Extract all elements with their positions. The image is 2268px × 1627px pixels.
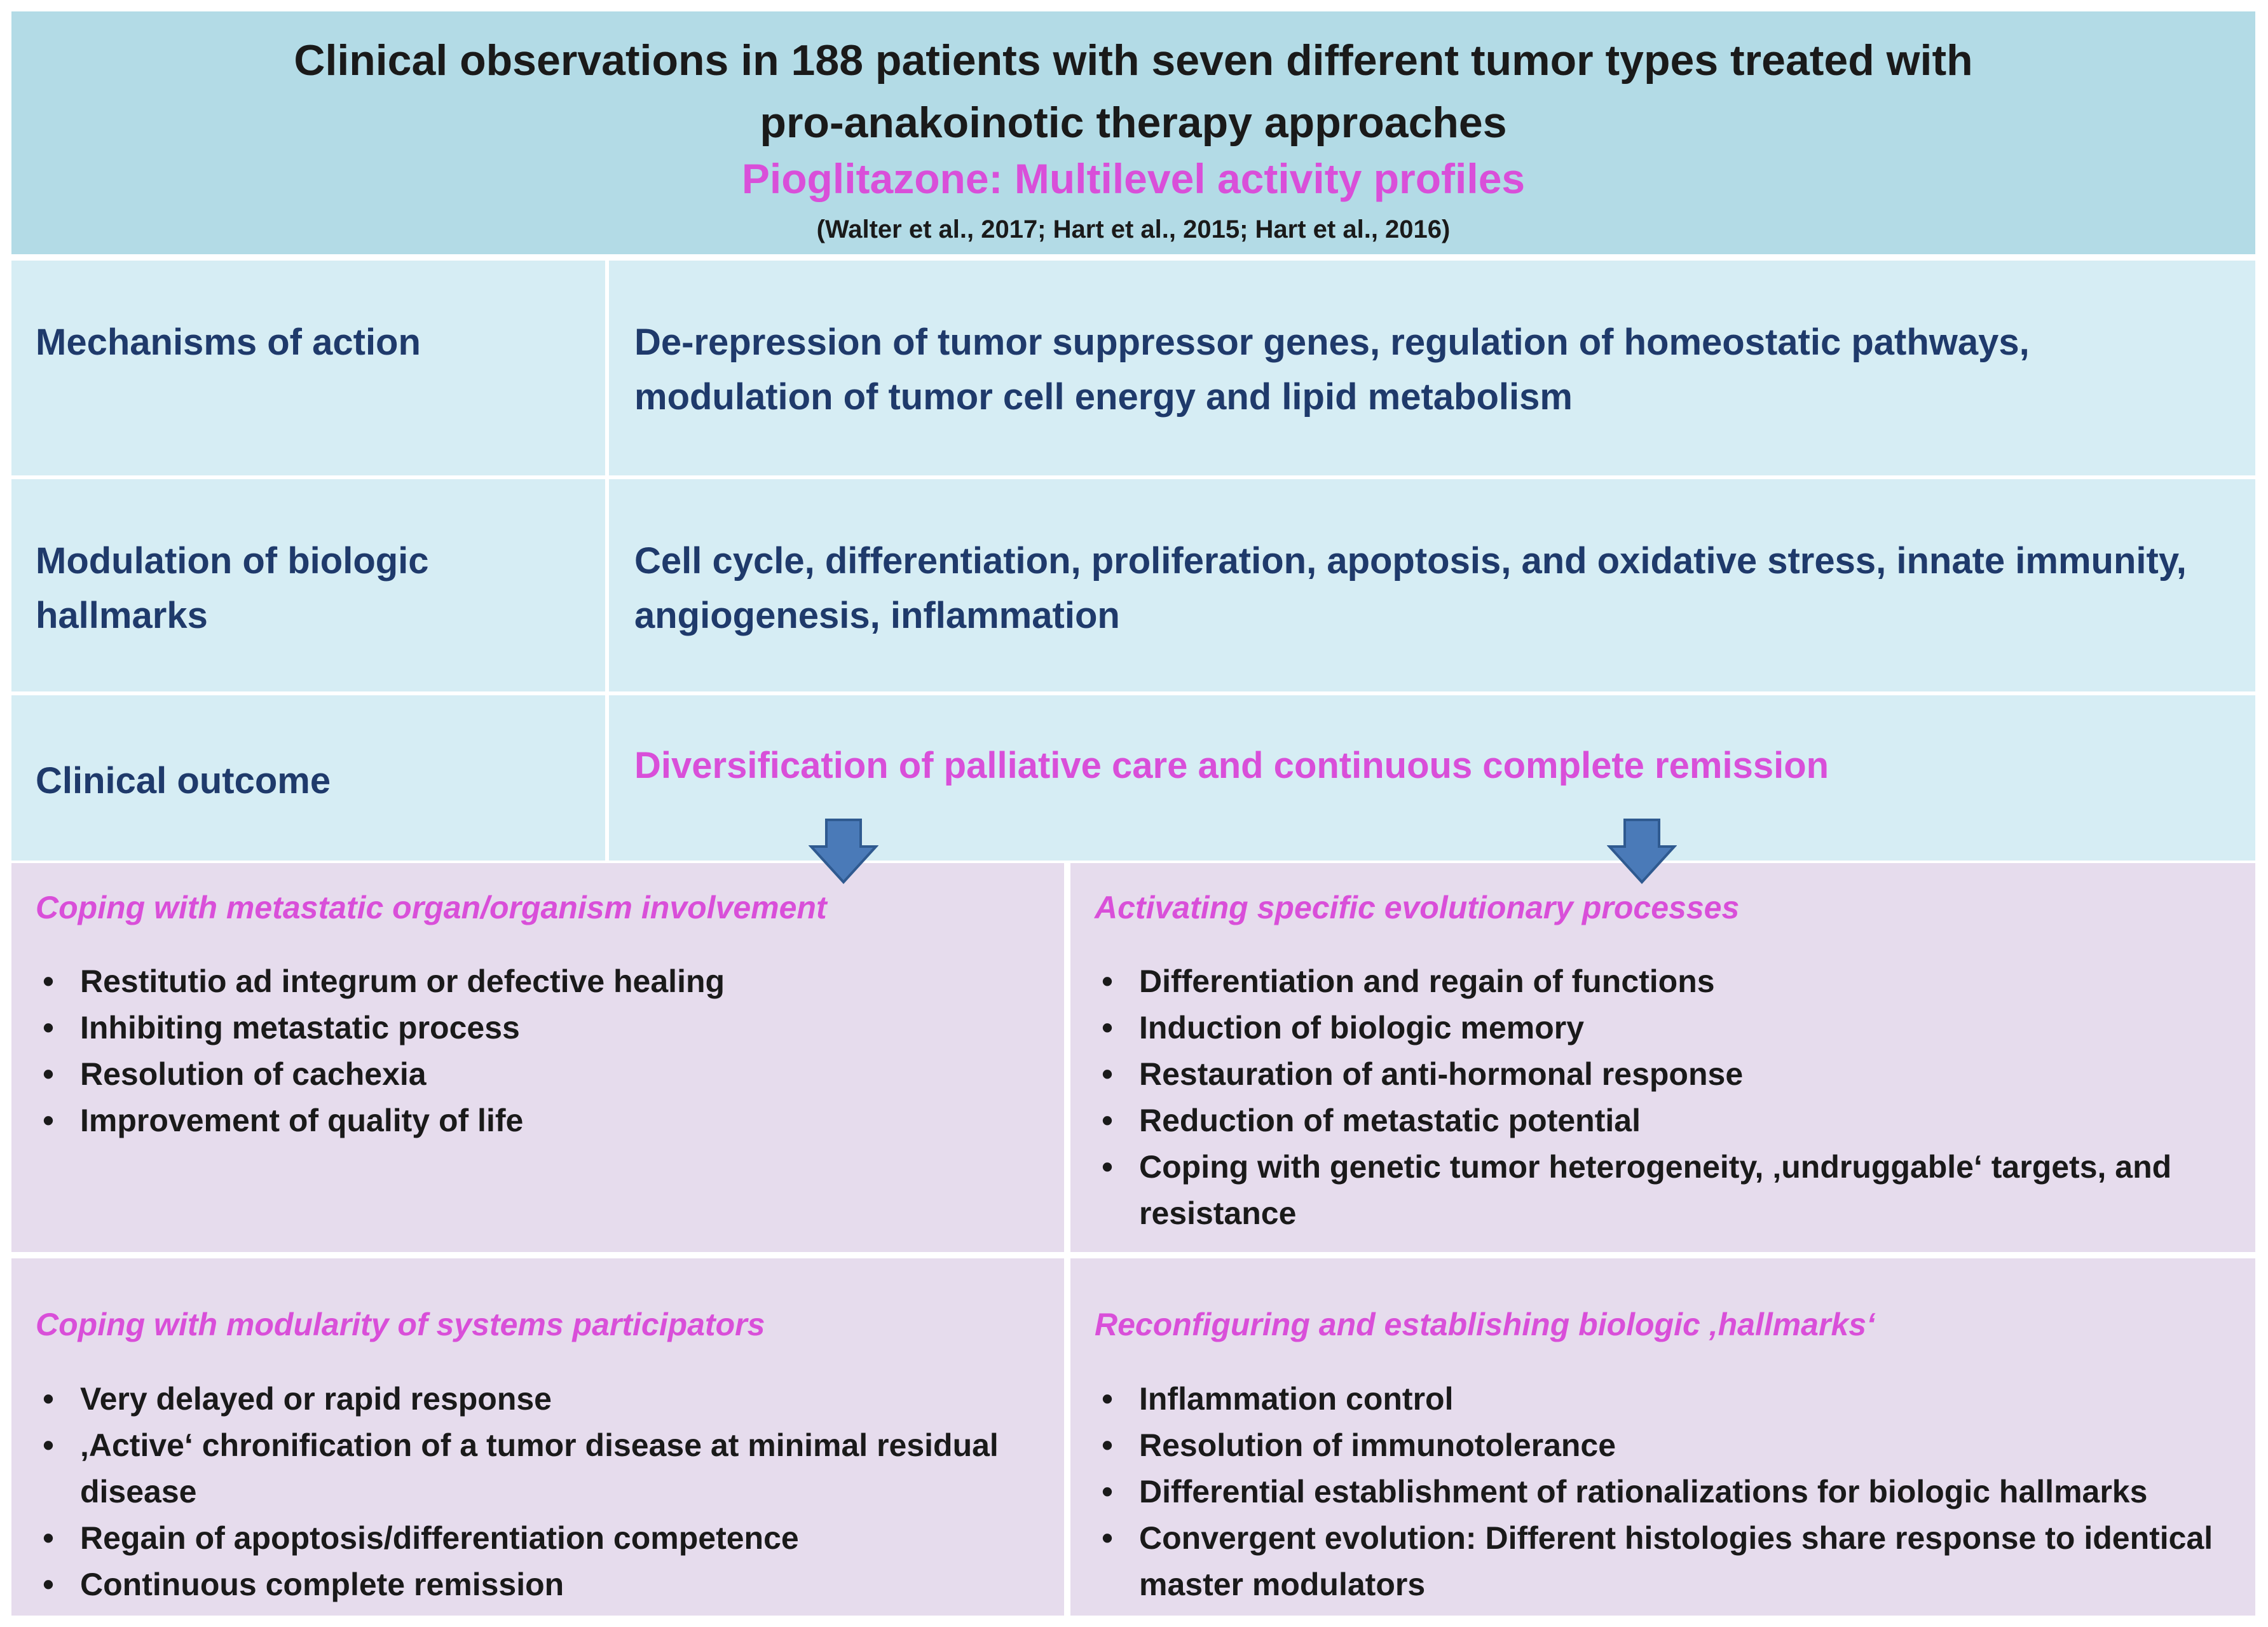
bullet-icon: • [43, 1567, 54, 1602]
row-label-cell: Clinical outcome [11, 695, 609, 861]
bullet-icon: • [1102, 1381, 1113, 1417]
references: (Walter et al., 2017; Hart et al., 2015;… [816, 215, 1451, 243]
bullet-icon: • [43, 1427, 54, 1463]
bullet-icon: • [1102, 1149, 1113, 1185]
list-item: •Differential establishment of rationali… [1095, 1469, 2230, 1515]
list-item: •Induction of biologic memory [1095, 1005, 2230, 1051]
bullet-icon: • [43, 1381, 54, 1417]
bullet-icon: • [43, 1056, 54, 1092]
row-label-cell: Modulation of biologic hallmarks [11, 479, 609, 691]
list-item: •Continuous complete remission [36, 1562, 1039, 1608]
row-mechanisms: Mechanisms of action De-repression of tu… [11, 261, 2255, 475]
list-item: •Resolution of cachexia [36, 1051, 1039, 1098]
panel-title: Reconfiguring and establishing biologic … [1095, 1307, 1875, 1342]
list-item: •‚Active‘ chronification of a tumor dise… [36, 1422, 1039, 1515]
bullet-icon: • [1102, 1427, 1113, 1463]
panel-metastatic-involvement: Coping with metastatic organ/organism in… [11, 863, 1064, 1252]
bullet-list: •Differentiation and regain of functions… [1095, 958, 2230, 1237]
list-item: •Inhibiting metastatic process [36, 1005, 1039, 1051]
panel-evolutionary-processes: Activating specific evolutionary process… [1070, 863, 2255, 1252]
bullet-icon: • [1102, 1056, 1113, 1092]
row-label-cell: Mechanisms of action [11, 261, 609, 475]
bullet-icon: • [1102, 1520, 1113, 1556]
down-arrow-icon [809, 819, 878, 884]
panel-title: Coping with metastatic organ/organism in… [36, 890, 827, 925]
list-item: •Restauration of anti-hormonal response [1095, 1051, 2230, 1098]
bullet-icon: • [1102, 1010, 1113, 1045]
bullet-icon: • [1102, 1103, 1113, 1138]
row-label: Mechanisms of action [36, 322, 421, 363]
main-title-line-2: pro-anakoinotic therapy approaches [760, 99, 1507, 147]
bullet-icon: • [1102, 1474, 1113, 1509]
row-hallmarks: Modulation of biologic hallmarks Cell cy… [11, 479, 2255, 691]
bullet-icon: • [43, 1520, 54, 1556]
row-value: De-repression of tumor suppressor genes,… [634, 322, 2030, 418]
list-item: •Regain of apoptosis/differentiation com… [36, 1515, 1039, 1562]
bullet-list: •Inflammation control •Resolution of imm… [1095, 1376, 2230, 1608]
panel-modularity: Coping with modularity of systems partic… [11, 1258, 1064, 1616]
list-item: •Inflammation control [1095, 1376, 2230, 1422]
list-item: •Very delayed or rapid response [36, 1376, 1039, 1422]
list-item: •Coping with genetic tumor heterogeneity… [1095, 1144, 2230, 1237]
main-title-line-1: Clinical observations in 188 patients wi… [294, 36, 1973, 85]
row-clinical-outcome: Clinical outcome Diversification of pall… [11, 695, 2255, 861]
row-label: Modulation of biologic hallmarks [36, 540, 429, 636]
list-item: •Differentiation and regain of functions [1095, 958, 2230, 1005]
panel-title: Coping with modularity of systems partic… [36, 1307, 765, 1342]
list-item: •Resolution of immunotolerance [1095, 1422, 2230, 1469]
bullet-icon: • [43, 1010, 54, 1045]
main-title: Clinical observations in 188 patients wi… [11, 29, 2255, 154]
list-item: •Improvement of quality of life [36, 1098, 1039, 1144]
panel-reconfiguring-hallmarks: Reconfiguring and establishing biologic … [1070, 1258, 2255, 1616]
title-banner: Clinical observations in 188 patients wi… [11, 11, 2255, 254]
bullet-icon: • [1102, 963, 1113, 999]
list-item: •Reduction of metastatic potential [1095, 1098, 2230, 1144]
subtitle: Pioglitazone: Multilevel activity profil… [741, 155, 1526, 202]
bullet-icon: • [43, 1103, 54, 1138]
row-value: Diversification of palliative care and c… [634, 745, 1829, 786]
bullet-list: •Very delayed or rapid response •‚Active… [36, 1376, 1039, 1608]
list-item: •Restitutio ad integrum or defective hea… [36, 958, 1039, 1005]
row-label: Clinical outcome [36, 760, 331, 801]
list-item: •Convergent evolution: Different histolo… [1095, 1515, 2230, 1608]
bullet-list: •Restitutio ad integrum or defective hea… [36, 958, 1039, 1144]
row-value: Cell cycle, differentiation, proliferati… [634, 540, 2187, 636]
panel-title: Activating specific evolutionary process… [1095, 890, 1740, 925]
down-arrow-icon [1607, 819, 1677, 884]
bullet-icon: • [43, 963, 54, 999]
